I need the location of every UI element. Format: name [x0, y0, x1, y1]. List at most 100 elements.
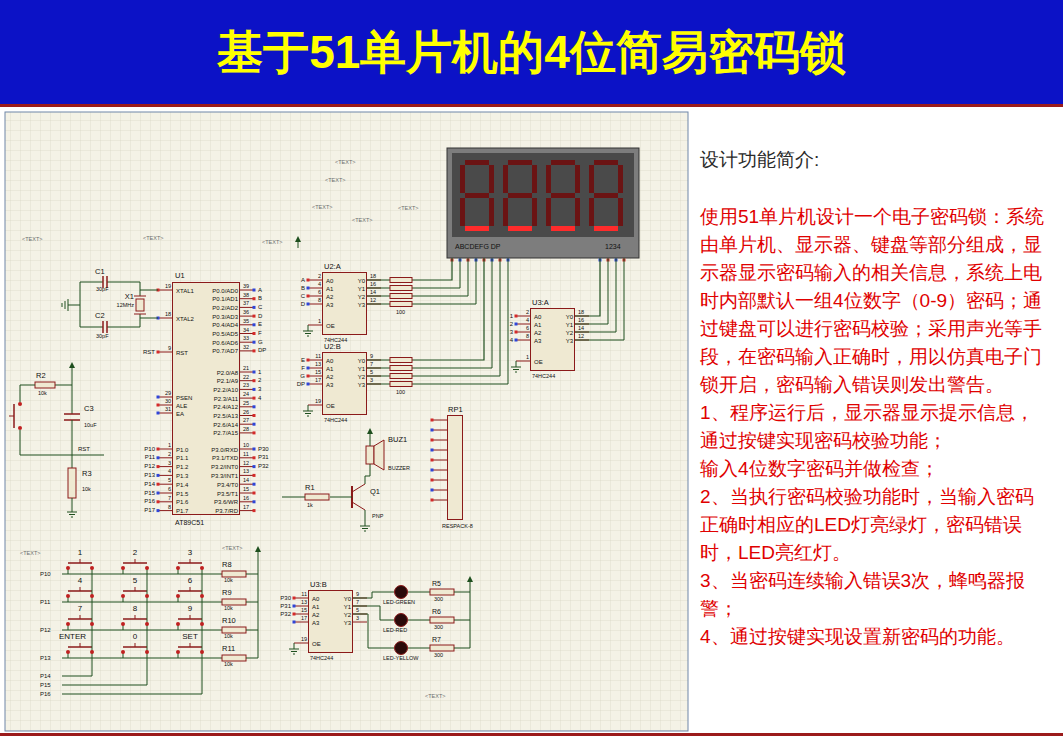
schematic-label: D: [258, 313, 262, 319]
pin-state-marker: [515, 315, 518, 318]
pin-label: 11: [243, 452, 249, 458]
ground-symbol: [307, 336, 309, 337]
pin-label: A0: [326, 278, 333, 284]
pin-state-marker: [515, 331, 518, 334]
pin-label: A3: [312, 620, 319, 626]
pin-label: 28: [243, 427, 249, 433]
switch-contact: [66, 622, 70, 626]
pin-line: [516, 316, 530, 317]
crystal-plate: [134, 296, 146, 297]
pin-label: P2.5/A13: [213, 413, 238, 419]
schematic-label: 7: [78, 605, 82, 613]
pin-state-marker: [157, 465, 160, 468]
schematic-label: RST: [143, 349, 155, 355]
schematic-label: P16: [40, 691, 51, 697]
ground-symbol: [293, 654, 295, 655]
pin-line: [240, 510, 254, 511]
display-segment: [460, 198, 465, 226]
pin-label: A0: [326, 358, 333, 364]
pin-state-marker: [253, 315, 256, 318]
switch-contact: [18, 426, 22, 430]
wire: [408, 648, 430, 649]
schematic-label: R8: [222, 561, 232, 569]
buzzer-symbol: [366, 446, 374, 464]
schematic-label: 30pF: [96, 334, 109, 340]
description-text: 3、当密码连续输入错误3次，蜂鸣器报警；: [700, 567, 1045, 623]
pin-label: P2.3/A11: [214, 396, 238, 402]
pin-label: OE: [312, 641, 321, 647]
pin-line: [240, 484, 254, 485]
ground-symbol: [291, 651, 297, 652]
pin-label: Y0: [566, 314, 573, 320]
pin-line: [158, 318, 172, 319]
pin-state-marker: [253, 414, 256, 417]
pin-line: [432, 470, 447, 471]
pin-label: 2: [168, 452, 171, 458]
pin-label: P1.1: [176, 455, 188, 461]
pin-label: 74HC244: [532, 374, 555, 380]
schematic-label: 4: [510, 337, 513, 343]
pin-label: P3.1/TXD: [212, 455, 238, 461]
pin-line: [516, 332, 530, 333]
schematic-label: F: [258, 330, 262, 336]
schematic-label: <TEXT>: [22, 237, 42, 243]
pin-label: P3.5/T1: [217, 491, 238, 497]
schematic-label: P12: [144, 463, 155, 469]
pin-label: 23: [243, 383, 249, 389]
switch-contact: [176, 650, 180, 654]
pin-line: [240, 457, 254, 458]
ground-symbol: [67, 512, 77, 513]
pin-label: 15: [301, 608, 307, 614]
wire: [408, 592, 430, 593]
schematic-label: P13: [144, 472, 155, 478]
pin-label: 3: [356, 616, 359, 622]
display-window: [452, 153, 634, 237]
pin-state-marker: [431, 439, 434, 442]
display-segment: [465, 226, 489, 231]
schematic-label: 设计功能简介:: [700, 150, 819, 169]
bottom-rule: [0, 733, 1063, 736]
pin-state-marker: [253, 397, 256, 400]
led-symbol: [395, 586, 408, 599]
bus-wire: [367, 258, 476, 304]
pin-state-marker: [307, 279, 310, 282]
page-title: 基于51单片机的4位简易密码锁: [0, 0, 1063, 104]
wire: [62, 568, 147, 685]
pin-state-marker: [431, 429, 434, 432]
pin-label: P2.6/A14: [213, 422, 238, 428]
pin-line: [294, 643, 308, 644]
switch-contact: [121, 650, 125, 654]
pin-label: A1: [312, 604, 319, 610]
pin-line: [432, 480, 447, 481]
ground-symbol: [62, 303, 63, 307]
resistor-symbol: [430, 645, 454, 651]
display-segment: [508, 193, 532, 198]
schematic-label: 4: [258, 395, 261, 401]
part-name: U2:A: [324, 263, 341, 271]
pin-state-marker: [157, 396, 160, 399]
capacitor-plate: [106, 321, 108, 333]
pin-label: OE: [326, 323, 335, 329]
schematic-label: <TEXT>: [143, 236, 163, 242]
ground-symbol: [515, 372, 517, 373]
resistor-symbol: [222, 627, 246, 633]
pin-line: [432, 450, 447, 451]
pin-label: Y2: [566, 330, 573, 336]
pin-label: 18: [370, 274, 376, 280]
display-segment: [489, 198, 494, 226]
pin-label: P1.4: [176, 482, 188, 488]
switch-contact: [200, 622, 204, 626]
pin-label: 18: [165, 312, 171, 318]
pin-state-marker: [253, 492, 256, 495]
schematic-label: 4: [78, 577, 82, 585]
pin-label: P0.2/AD2: [212, 305, 238, 311]
pin-line: [240, 380, 254, 381]
switch-contact: [66, 650, 70, 654]
schematic-label: 3: [188, 549, 192, 557]
schematic-label: R7: [432, 636, 441, 643]
schematic-label: X1: [125, 293, 134, 301]
pin-state-marker: [157, 412, 160, 415]
display-segment: [594, 193, 618, 198]
wire: [353, 592, 394, 598]
